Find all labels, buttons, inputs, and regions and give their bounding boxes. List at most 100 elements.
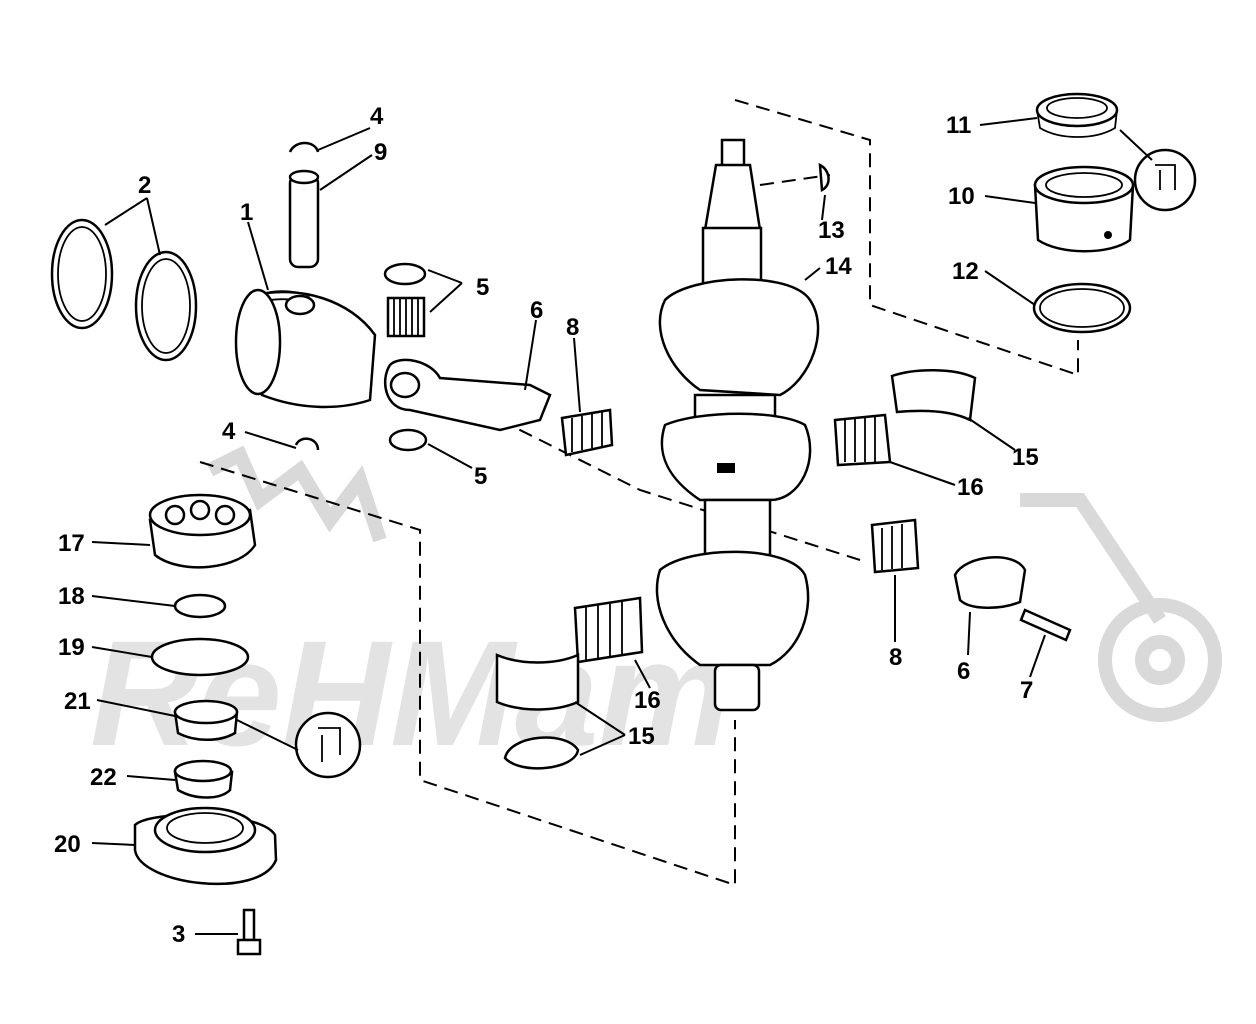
callout-13: 13 [818,217,845,244]
leader-4-lower [244,431,297,449]
lower-bearing-housing [133,806,278,886]
lower-dashed-outline [199,461,736,887]
callout-4-upper: 4 [370,103,384,130]
leader-16-lower [634,659,651,689]
leader-22 [126,775,176,781]
lower-snap-ring [173,593,227,619]
sealant-badge-upper-icon [1155,164,1176,190]
leader-15-upper [967,417,1016,451]
sealant-badge-upper [1133,148,1197,212]
lower-housing-boss [153,806,257,854]
retaining-clip-upper [288,141,320,153]
lower-o-ring [150,637,250,677]
callout-8-upper: 8 [566,314,579,341]
piston-ring-outer-inner [57,226,107,322]
main-bearing-cage-lower-rollers [585,600,623,660]
leader-21 [96,699,299,751]
leader-17 [91,541,151,546]
wrist-pin-end [288,169,320,185]
leader-5-upper [427,269,463,313]
callout-21: 21 [64,688,91,715]
callout-15-upper: 15 [1012,444,1039,471]
lower-housing-bore [166,812,244,844]
woodruff-key [818,162,830,192]
leader-18 [91,595,176,607]
wrist-pin [288,169,320,269]
callout-6-upper: 6 [530,297,543,324]
callout-5-lower: 5 [474,463,487,490]
callout-17: 17 [58,530,85,557]
leader-10 [984,195,1036,204]
rod-bearing-rollers-upper [571,412,603,452]
pin-bearing [383,262,428,452]
upper-dashed-outline [734,99,1079,377]
leader-20 [91,842,136,846]
center-dashed-line [479,409,861,561]
retaining-clip-lower [294,437,320,451]
leader-6-lower [967,611,971,656]
crank-web-upper [658,278,820,397]
callout-6-lower: 6 [957,658,970,685]
leader-4-upper [317,127,371,151]
housing-screw [236,908,262,956]
leader-5-lower [427,443,473,469]
leader-11 [979,117,1153,161]
callout-14: 14 [825,253,852,280]
key-dashed-line [759,174,831,186]
piston-pin-boss [284,294,316,316]
upper-seal [1035,92,1119,138]
crankshaft-keyway [717,463,735,473]
housing-screw-head [236,938,262,956]
sealant-badge-lower-ring [294,711,362,779]
sealant-badge-upper-ring [1133,148,1197,212]
lower-ball-bearing [148,493,257,569]
crank-web-lower [655,550,810,667]
thrust-washer-lower [388,428,428,452]
callout-2: 2 [138,172,151,199]
connecting-rod-body [383,358,552,432]
leader-16-upper [889,461,956,486]
ball-bearing-ball-3 [214,504,236,526]
callout-5-upper: 5 [476,274,489,301]
piston-ring-inner [134,250,198,362]
main-bearing-cage-upper [833,413,892,467]
upper-seal-side [1036,109,1118,138]
ball-bearing-ball-1 [164,504,186,526]
leader-15-lower [574,701,626,756]
upper-bearing-hole [1104,231,1112,239]
connecting-rod-small-end [389,371,421,399]
wrist-pin-body [288,173,320,269]
callout-12: 12 [952,258,979,285]
rod-cap-bolt [1019,608,1072,642]
main-bearing-race-lower [495,653,580,711]
callout-4-lower: 4 [222,418,236,445]
callout-9: 9 [374,139,387,166]
upper-retaining-ring [1032,282,1132,334]
crankshaft-lower-end [713,663,761,712]
needle-bearing-rollers [393,298,419,336]
leader-9 [319,154,373,191]
callout-16-upper: 16 [957,474,984,501]
leader-2 [104,197,161,256]
lower-seal-21-top [173,699,239,725]
piston-ring-inner-inner [141,258,191,354]
sealant-badge-lower [294,711,362,779]
callout-20: 20 [54,831,81,858]
crankshaft-taper [703,163,762,232]
leader-19 [91,646,153,658]
callout-7: 7 [1020,677,1033,704]
watermark-fork [1020,493,1166,624]
rod-bearing-cage-upper [560,408,614,457]
callout-labels: 1 2 3 4 4 5 5 6 6 7 8 8 9 10 11 12 13 14… [54,103,1039,948]
lower-seal-22-top [173,759,233,783]
upper-retaining-ring-inner [1039,288,1125,328]
callout-10: 10 [948,183,975,210]
housing-screw-shank [242,908,256,942]
callout-1: 1 [240,199,253,226]
upper-bearing-rollers [1045,172,1123,198]
assembly-lines [199,99,1079,887]
watermark-wheel [1098,598,1222,722]
crankshaft [655,138,820,712]
leader-12 [984,270,1036,306]
main-bearing-race-upper [890,369,977,422]
